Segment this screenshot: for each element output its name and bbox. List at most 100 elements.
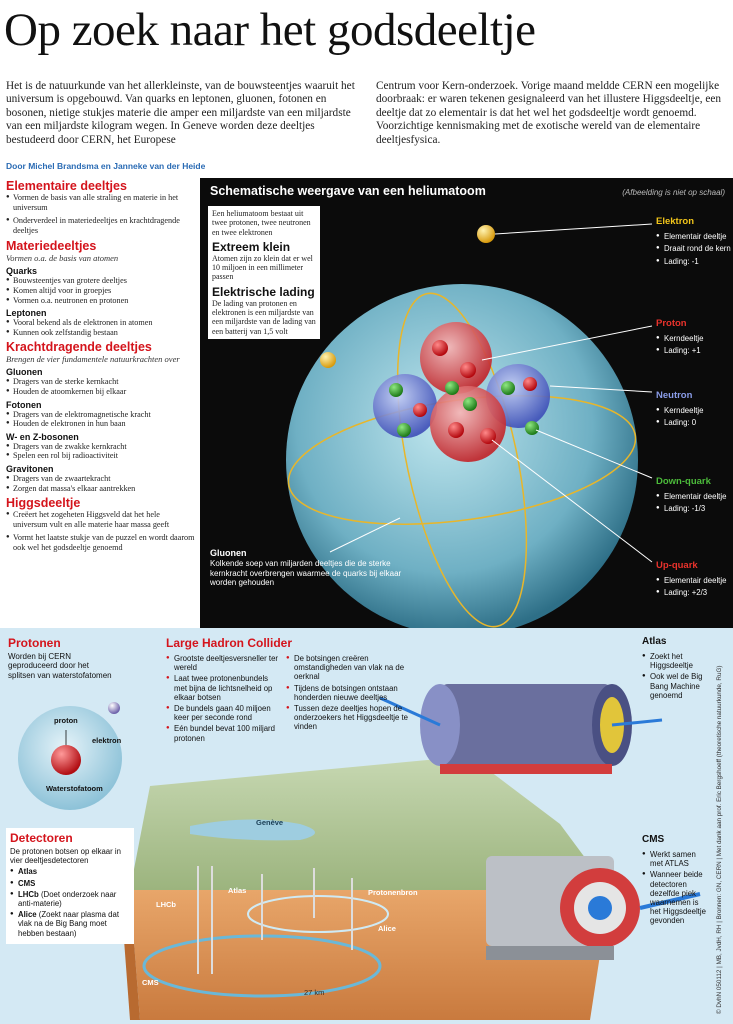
- list-item: Grootste deeltjesversneller ter wereld: [166, 654, 282, 672]
- heading-materie: Materiedeeltjes: [6, 239, 97, 254]
- lhc-title: Large Hadron Collider: [166, 636, 293, 650]
- list-item: Lading: +1: [656, 346, 703, 356]
- map-label-cms: CMS: [142, 978, 159, 987]
- lading-text: De lading van protonen en elektronen is …: [212, 298, 316, 336]
- up-quark: [448, 422, 464, 438]
- label-proton: Proton: [656, 318, 687, 329]
- list-item: Lading: -1/3: [656, 504, 730, 514]
- map-label-atlas: Atlas: [228, 886, 247, 895]
- up-quark: [413, 403, 427, 417]
- proton-label: proton: [54, 716, 78, 725]
- lhc-illustration: [18, 684, 701, 1020]
- protonen-text: Worden bij CERN geproduceerd door het sp…: [8, 652, 112, 680]
- list-item: Onderverdeel in materiedeeltjes en krach…: [6, 216, 196, 235]
- detectoren-text: De protonen botsen op elkaar in vier dee…: [10, 847, 121, 866]
- list-item: Houden de elektronen in hun baan: [6, 419, 196, 429]
- map-label-alice: Alice: [378, 924, 396, 933]
- list-item: Tussen deze deeltjes hopen de onderzoeke…: [286, 704, 410, 732]
- electron-orbit: [396, 292, 528, 628]
- hydrogen-electron: [108, 702, 120, 714]
- list-item: Zoekt het Higgsdeeltje: [642, 652, 706, 670]
- list-item: Werkt samen met ATLAS: [642, 850, 708, 868]
- list-item: Zorgen dat massa's elkaar aantrekken: [6, 484, 196, 494]
- map-label-protonenbron: Protonenbron: [368, 888, 418, 897]
- scale-note: (Afbeelding is niet op schaal): [622, 188, 725, 197]
- hydrogen-proton: [51, 745, 81, 775]
- waterstof-label: Waterstofatoom: [46, 784, 103, 793]
- list-item: Bouwsteentjes van grotere deeltjes: [6, 276, 196, 286]
- particle-glossary: Elementaire deeltjes Vormen de basis van…: [0, 172, 200, 628]
- heading-higgs: Higgsdeeltje: [6, 496, 81, 511]
- down-quark: [445, 381, 459, 395]
- lhc-section: Protonen Worden bij CERN geproduceerd do…: [0, 628, 733, 1024]
- list-item: Lading: +2/3: [656, 588, 730, 598]
- intro-right: Centrum voor Kern-onderzoek. Vorige maan…: [376, 80, 722, 146]
- helium-atom-illustration: [286, 223, 653, 628]
- heading-leptonen: Leptonen: [6, 308, 47, 319]
- cms-detector: [486, 856, 701, 960]
- list-item: Kerndeeltje: [656, 334, 703, 344]
- label-up-quark: Up-quark: [656, 560, 698, 571]
- list-item: Komen altijd voor in groepjes: [6, 286, 196, 296]
- callout-lines: [329, 223, 653, 563]
- list-item: LHCb (Doet onderzoek naar anti-materie): [10, 890, 130, 908]
- list-item: De botsingen creëren omstandigheden van …: [286, 654, 410, 682]
- heading-kracht: Krachtdragende deeltjes: [6, 340, 152, 355]
- elektron-label: elektron: [92, 736, 122, 745]
- list-item: Dragers van de elektromagnetische kracht: [6, 410, 196, 420]
- label-down-quark: Down-quark: [656, 476, 711, 487]
- intro-left: Het is de natuurkunde van het allerklein…: [6, 80, 355, 146]
- protonen-title: Protonen: [8, 636, 61, 650]
- gluonen-text: Kolkende soep van miljarden deeltjes die…: [210, 559, 402, 588]
- credit-line: © DvhN 050112 | MB, JvdH, RH | Bronnen: …: [716, 665, 723, 1014]
- list-item: Elementair deeltje: [656, 576, 730, 586]
- atom-panel-title: Schematische weergave van een heliumatoo…: [210, 184, 486, 198]
- heading-quarks: Quarks: [6, 266, 38, 277]
- list-item: Dragers van de sterke kernkacht: [6, 377, 196, 387]
- list-item: Spelen een rol bij radioactiviteit: [6, 451, 196, 461]
- electron-particle: [477, 225, 495, 243]
- heading-klein: Extreem klein: [212, 239, 291, 254]
- page-title: Op zoek naar het godsdeeltje: [4, 4, 536, 56]
- down-quark: [389, 383, 403, 397]
- map-label-lhcb: LHCb: [156, 900, 176, 909]
- proton-particle: [420, 322, 492, 394]
- up-quark: [432, 340, 448, 356]
- helium-atom-panel: Schematische weergave van een heliumatoo…: [200, 178, 733, 628]
- gluonen-label: Gluonen: [210, 548, 247, 558]
- klein-text: Atomen zijn zo klein dat er wel 10 miljo…: [212, 253, 313, 282]
- up-quark: [523, 377, 537, 391]
- subheading: Vormen o.a. de basis van atomen: [6, 253, 119, 264]
- list-item: Eén bundel bevat 100 miljard protonen: [166, 724, 282, 742]
- label-neutron: Neutron: [656, 390, 693, 401]
- list-item: Kerndeeltje: [656, 406, 703, 416]
- heading-gravitonen: Gravitonen: [6, 463, 54, 474]
- list-item: Vormt het laatste stukje van de puzzel e…: [6, 533, 196, 552]
- list-item: Vormen o.a. neutronen en protonen: [6, 296, 196, 306]
- detector-shafts: [197, 866, 353, 974]
- lake: [190, 819, 315, 841]
- map-label-geneve: Genève: [256, 818, 284, 827]
- map-label-km: 27 km: [304, 988, 325, 997]
- down-quark: [463, 397, 477, 411]
- list-item: Tijdens de botsingen ontstaan honderden …: [286, 684, 410, 702]
- list-item: Kunnen ook zelfstandig bestaan: [6, 328, 196, 338]
- box-intro: Een heliumatoom bestaat uit twee protone…: [212, 209, 311, 237]
- atom-info-box: Een heliumatoom bestaat uit twee protone…: [208, 206, 320, 339]
- list-item: Vooral bekend als de elektronen in atome…: [6, 318, 196, 328]
- list-item: Laat twee protonenbundels met bijna de l…: [166, 674, 282, 702]
- list-item: Alice (Zoekt naar plasma dat vlak na de …: [10, 910, 130, 938]
- subheading: Brengen de vier fundamentele natuurkrach…: [6, 354, 180, 365]
- heading-elementaire: Elementaire deeltjes: [6, 179, 127, 193]
- list-item: Elementair deeltje: [656, 492, 730, 502]
- heading-fotonen: Fotonen: [6, 399, 42, 410]
- up-quark: [460, 362, 476, 378]
- detectoren-box: Detectoren De protonen botsen op elkaar …: [6, 828, 134, 944]
- list-item: De bundels gaan 40 miljoen keer per seco…: [166, 704, 282, 722]
- list-item: Draait rond de kern: [656, 244, 731, 254]
- list-item: Elementair deeltje: [656, 232, 731, 242]
- label-elektron: Elektron: [656, 216, 695, 227]
- list-item: Lading: -1: [656, 257, 731, 267]
- down-quark: [525, 421, 539, 435]
- list-item: Creëert het zogeheten Higgsveld dat het …: [6, 510, 196, 529]
